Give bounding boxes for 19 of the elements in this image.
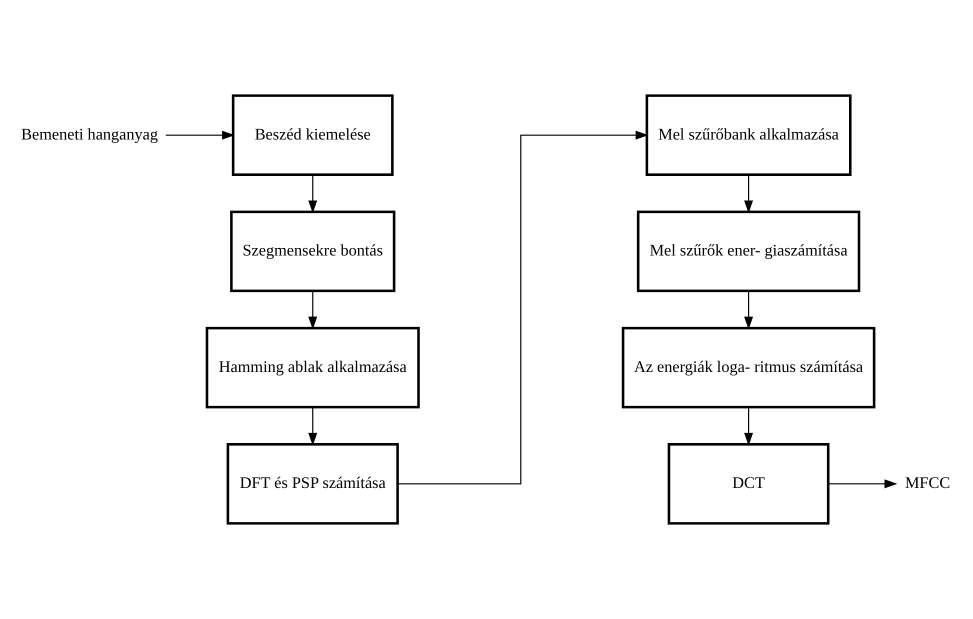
- node-box: Szegmensekre bontás: [230, 210, 396, 292]
- node-box: Mel szűrőbank alkalmazása: [646, 94, 852, 176]
- node-box: Hamming ablak alkalmazása: [206, 326, 420, 408]
- arrow: [828, 479, 898, 488]
- node-box: DFT és PSP számítása: [226, 443, 399, 525]
- node-box: DCT: [668, 443, 830, 525]
- node-text: MFCC: [904, 474, 950, 492]
- arrow: [308, 291, 318, 330]
- arrow: [308, 174, 318, 214]
- node-box: Mel szűrők ener- giaszámítása: [636, 210, 860, 292]
- arrow: [744, 174, 754, 214]
- arrow: [398, 130, 648, 484]
- node-box: Az energiák loga- ritmus számítása: [622, 326, 876, 408]
- arrow: [308, 407, 318, 446]
- arrow: [744, 407, 754, 446]
- node-text: Bemeneti hanganyag: [21, 125, 158, 144]
- arrow: [744, 291, 754, 330]
- node-box: Beszéd kiemelése: [232, 94, 394, 176]
- arrow: [166, 130, 235, 140]
